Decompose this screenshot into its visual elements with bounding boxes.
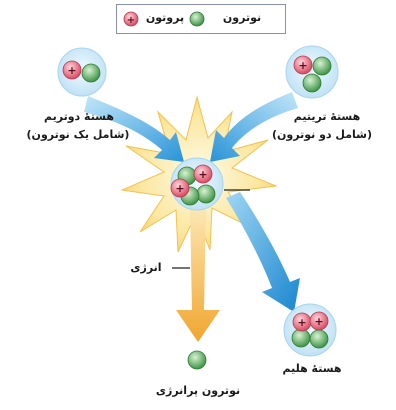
tritium-title: هستهٔ تریتیم xyxy=(262,110,392,124)
svg-text:+: + xyxy=(298,59,307,72)
helium-nucleus: + + xyxy=(284,304,336,356)
legend-box: + پروتون نوترون xyxy=(116,4,286,34)
legend-proton-label: پروتون xyxy=(141,11,189,25)
deuterium-subtitle: (شامل یک نوترون) xyxy=(8,128,148,142)
svg-text:+: + xyxy=(198,168,207,181)
svg-text:+: + xyxy=(314,315,323,328)
tritium-subtitle: (شامل دو نوترون) xyxy=(252,128,392,142)
energy-label: انرژی xyxy=(120,261,172,275)
neutron-particle xyxy=(303,74,321,92)
legend-neutron-label: نوترون xyxy=(207,11,277,25)
svg-text:+: + xyxy=(127,15,135,26)
neutron-particle xyxy=(82,64,100,82)
svg-text:+: + xyxy=(175,182,184,195)
tritium-nucleus: + xyxy=(286,46,338,98)
svg-text:+: + xyxy=(67,64,76,77)
fusion-nucleus: + + xyxy=(171,158,223,210)
neutron-particle xyxy=(313,57,331,75)
fast-neutron-label: نوترون پرانرژی xyxy=(128,384,268,398)
neutron-particle xyxy=(197,185,215,203)
legend-neutron-icon xyxy=(190,12,204,26)
svg-text:+: + xyxy=(297,316,306,329)
helium-label: هستهٔ هلیم xyxy=(262,362,362,376)
deuterium-nucleus: + xyxy=(58,48,106,96)
neutron-particle xyxy=(292,329,310,347)
fast-neutron-particle xyxy=(188,351,206,369)
deuterium-title: هستهٔ دوتریم xyxy=(14,110,144,124)
neutron-particle xyxy=(310,330,328,348)
helium-arrow xyxy=(226,192,300,312)
